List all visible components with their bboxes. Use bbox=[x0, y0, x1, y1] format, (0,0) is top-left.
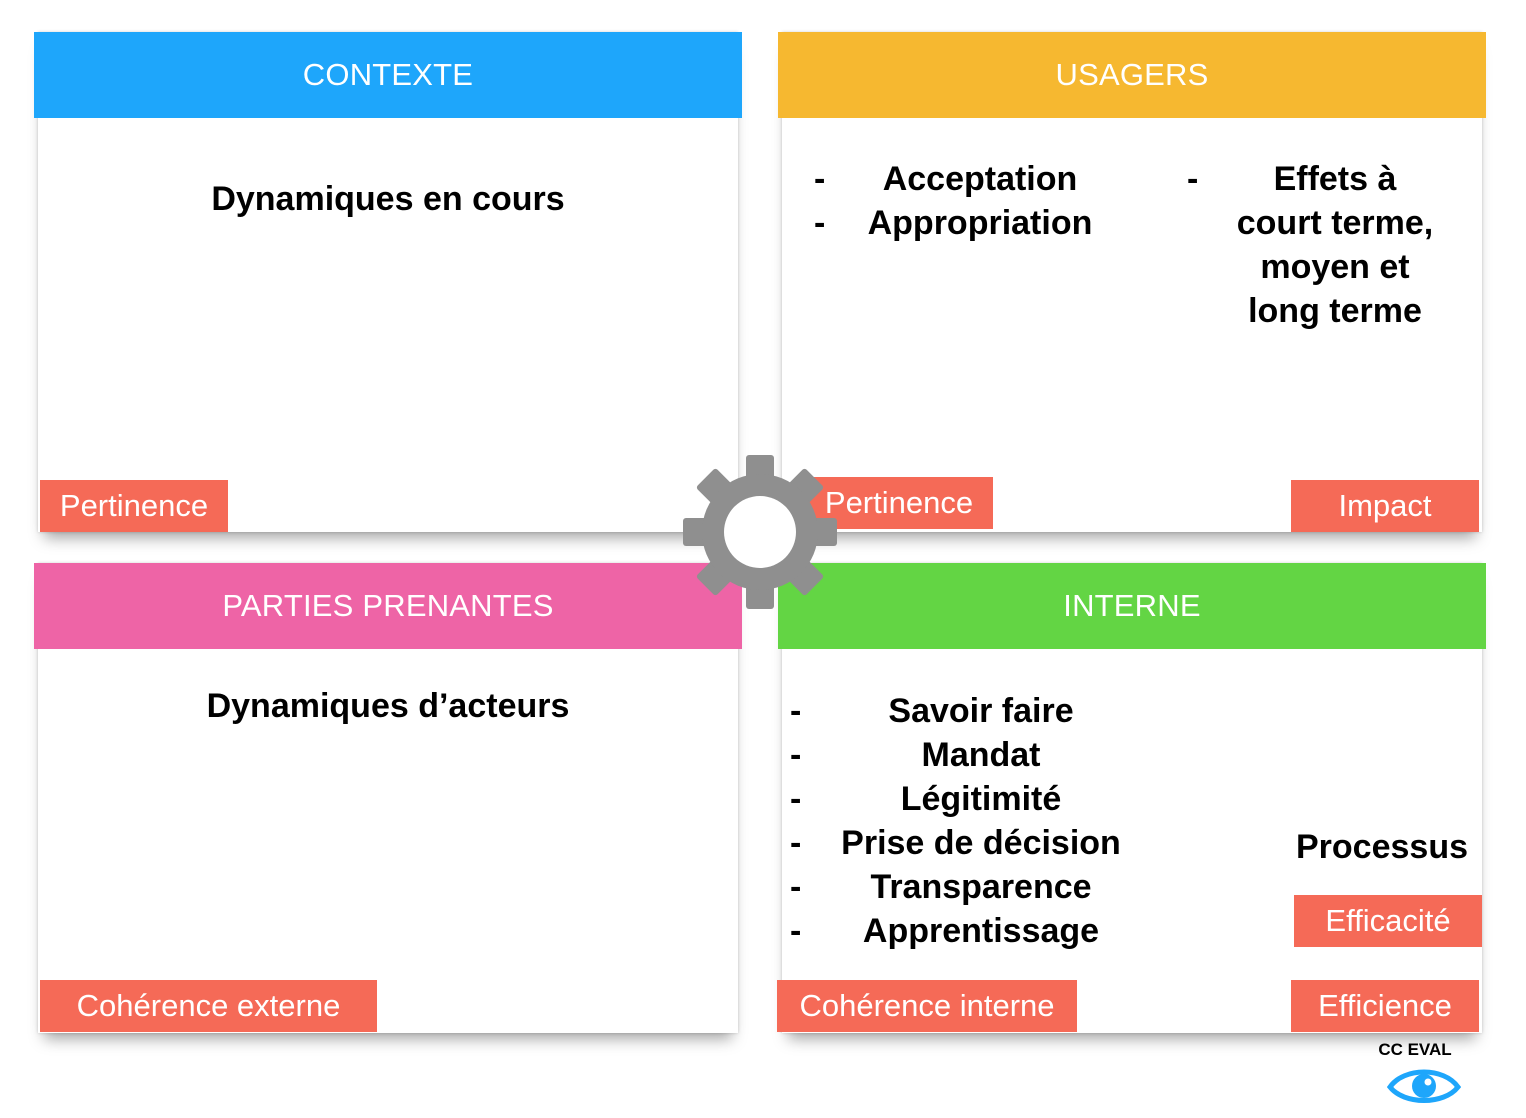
dash-bullet: - bbox=[814, 204, 826, 242]
list-item: - Mandat bbox=[790, 733, 1150, 777]
parties-prenantes-body: Dynamiques d’acteurs bbox=[206, 687, 570, 725]
parties-prenantes-title: PARTIES PRENANTES bbox=[222, 588, 554, 623]
dash-bullet: - bbox=[790, 912, 802, 950]
interne-header: INTERNE bbox=[778, 563, 1486, 649]
list-item: - Savoir faire bbox=[790, 689, 1150, 733]
interne-tag-efficience: Efficience bbox=[1291, 980, 1479, 1032]
dash-bullet: - bbox=[1187, 160, 1199, 198]
list-item: - Légitimité bbox=[790, 777, 1150, 821]
usagers-effets: Effets à court terme, moyen et long term… bbox=[1200, 157, 1470, 333]
brand-label: CC EVAL bbox=[1378, 1040, 1452, 1059]
interne-item-prise-de-decision: Prise de décision bbox=[841, 824, 1121, 862]
usagers-card: USAGERS bbox=[778, 32, 1486, 532]
usagers-effets-line-2: court terme, bbox=[1236, 204, 1434, 242]
contexte-header: CONTEXTE bbox=[34, 32, 742, 118]
gear-icon bbox=[683, 455, 837, 609]
usagers-effets-line-1: Effets à bbox=[1273, 160, 1397, 198]
dash-bullet: - bbox=[790, 692, 802, 730]
usagers-tag-impact: Impact bbox=[1291, 480, 1479, 532]
dash-bullet: - bbox=[790, 780, 802, 818]
eye-icon bbox=[1387, 1069, 1461, 1103]
interne-processus-label: Processus bbox=[1296, 828, 1468, 866]
contexte-tag-pertinence: Pertinence bbox=[40, 480, 228, 532]
usagers-effets-line-4: long terme bbox=[1248, 292, 1422, 330]
contexte-card: CONTEXTE Dynamiques en cours bbox=[34, 32, 742, 532]
interne-item-apprentissage: Apprentissage bbox=[862, 912, 1100, 950]
interne-item-transparence: Transparence bbox=[870, 868, 1092, 906]
dash-bullet: - bbox=[790, 736, 802, 774]
list-item: - Acceptation bbox=[814, 157, 1134, 201]
usagers-title: USAGERS bbox=[1055, 57, 1209, 92]
interne-card: INTERNE bbox=[778, 563, 1486, 1033]
list-item: - Appropriation bbox=[814, 201, 1134, 245]
parties-prenantes-tag-coherence-externe: Cohérence externe bbox=[40, 980, 377, 1032]
dash-bullet: - bbox=[790, 824, 802, 862]
usagers-item-appropriation: Appropriation bbox=[867, 204, 1093, 242]
usagers-effets-line-3: moyen et bbox=[1260, 248, 1410, 286]
interne-title: INTERNE bbox=[1063, 588, 1201, 623]
usagers-list-left: - Acceptation - Appropriation bbox=[814, 157, 1134, 245]
interne-item-legitimite: Légitimité bbox=[900, 780, 1062, 818]
interne-tag-coherence-interne: Cohérence interne bbox=[777, 980, 1077, 1032]
contexte-body: Dynamiques en cours bbox=[211, 180, 565, 218]
list-item: - Apprentissage bbox=[790, 909, 1150, 953]
list-item: - Transparence bbox=[790, 865, 1150, 909]
usagers-item-acceptation: Acceptation bbox=[882, 160, 1078, 198]
parties-prenantes-header: PARTIES PRENANTES bbox=[34, 563, 742, 649]
list-item: - Prise de décision bbox=[790, 821, 1150, 865]
interne-item-mandat: Mandat bbox=[921, 736, 1041, 774]
interne-list: - Savoir faire - Mandat - Légitimité - Prise… bbox=[790, 689, 1150, 953]
contexte-title: CONTEXTE bbox=[302, 57, 474, 92]
interne-item-savoir-faire: Savoir faire bbox=[888, 692, 1074, 730]
interne-tag-efficacite: Efficacité bbox=[1294, 895, 1482, 947]
dash-bullet: - bbox=[814, 160, 826, 198]
usagers-header: USAGERS bbox=[778, 32, 1486, 118]
parties-prenantes-card: PARTIES PRENANTES Dynamiques d’acteurs bbox=[34, 563, 742, 1033]
dash-bullet: - bbox=[790, 868, 802, 906]
